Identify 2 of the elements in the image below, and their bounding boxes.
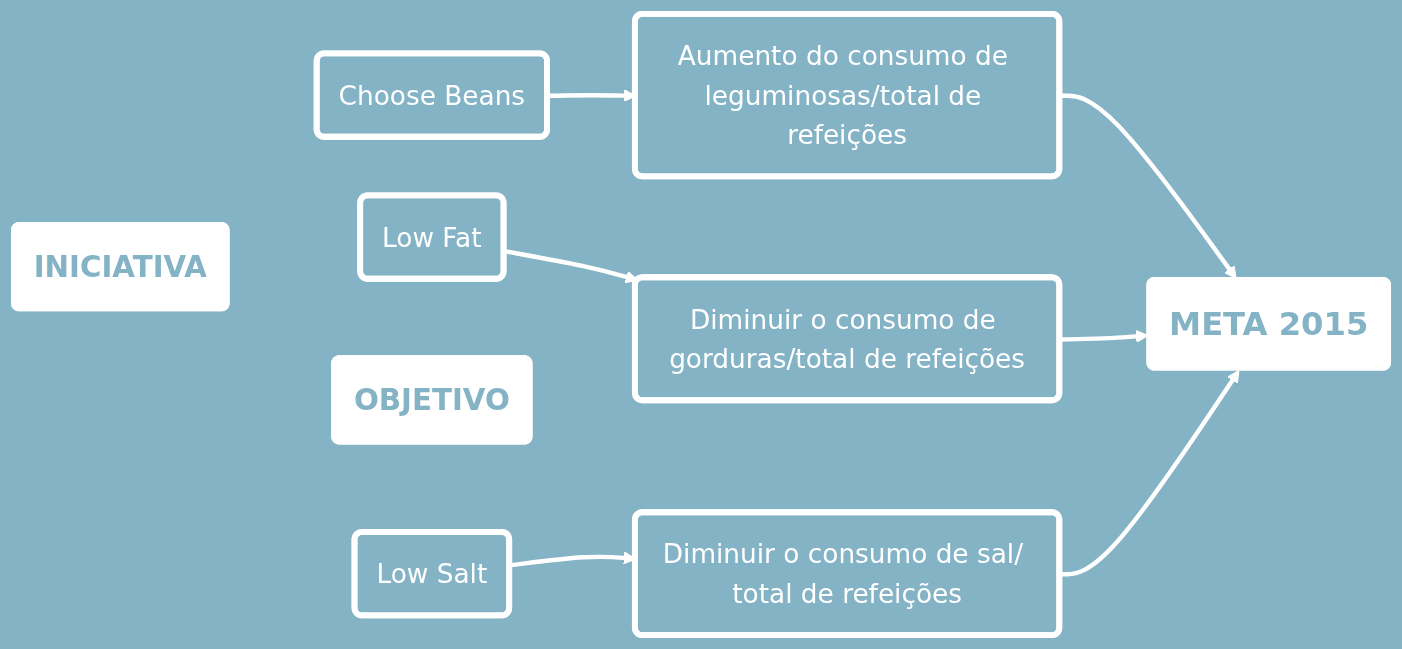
arrow <box>1060 370 1240 577</box>
arrow <box>1060 93 1237 279</box>
